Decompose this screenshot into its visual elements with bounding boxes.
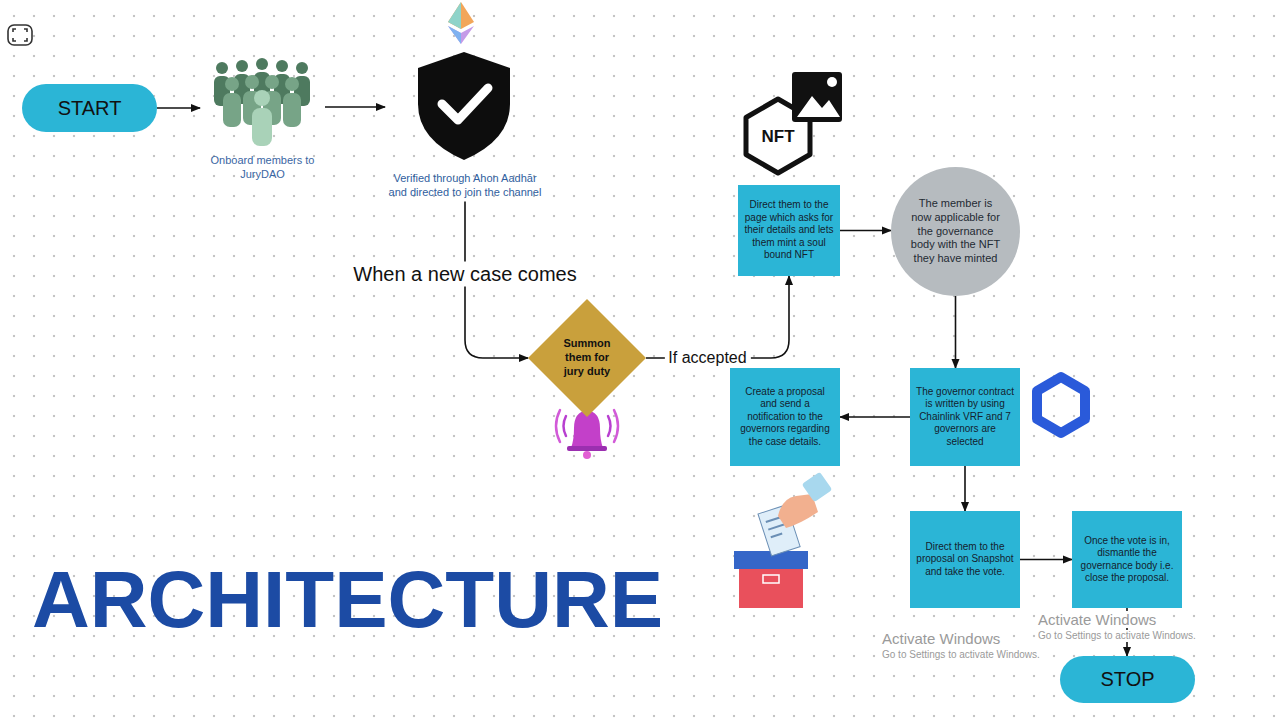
ballot-box-icon [734, 472, 832, 608]
state-circle: The member is now applicable for the gov… [891, 167, 1020, 296]
icon-node: Onboard members to JuryDAO [200, 58, 325, 184]
watermark: Activate Windows [1036, 611, 1158, 628]
flow-arrow [1020, 559, 1072, 561]
shield-check-icon [418, 52, 510, 160]
ethereum-logo [448, 2, 474, 44]
node-text: Create a proposal and send a notificatio… [736, 386, 834, 449]
flow-arrow [964, 466, 966, 511]
flow-arrow [325, 106, 385, 108]
watermark: Go to Settings to activate Windows. [1036, 630, 1198, 642]
node-text: Direct them to the page which asks for t… [744, 199, 834, 262]
flow-arrow [157, 107, 200, 109]
process-box: Direct them to the page which asks for t… [738, 185, 840, 276]
process-box: Once the vote is in, dismantle the gover… [1072, 511, 1182, 608]
page-title: ARCHITECTURE [32, 560, 663, 640]
edge-label: When a new case comes [349, 261, 580, 286]
node-text: Verified through Ahon Aadhār and directe… [385, 172, 545, 200]
node-text: The member is now applicable for the gov… [909, 197, 1003, 266]
flow-arrow [646, 276, 789, 358]
bell-icon [556, 410, 618, 459]
start-terminal: START [22, 84, 157, 132]
watermark: Go to Settings to activate Windows. [880, 649, 1042, 661]
icon-text: NFT [761, 127, 794, 147]
watermark: Activate Windows [880, 630, 1002, 647]
flow-arrow [840, 230, 891, 232]
icon-node: Verified through Ahon Aadhār and directe… [385, 50, 545, 202]
node-text: Onboard members to JuryDAO [200, 154, 325, 182]
decision-diamond: Summon them for jury duty [528, 299, 646, 417]
flow-arrow [955, 296, 957, 368]
node-text: Direct them to the proposal on Snapshot … [916, 541, 1014, 579]
node-text: START [58, 96, 122, 121]
frame-icon [8, 25, 32, 45]
chainlink-logo [1037, 377, 1085, 433]
flow-arrow [840, 416, 910, 418]
text-holder: The member is now applicable for the gov… [909, 197, 1003, 266]
node-text: The governor contract is written by usin… [916, 386, 1014, 449]
edge-label: If accepted [664, 348, 750, 368]
node-text: STOP [1100, 667, 1154, 692]
stop-terminal: STOP [1060, 656, 1195, 703]
process-box: Direct them to the proposal on Snapshot … [910, 511, 1020, 608]
people-icon [214, 58, 310, 146]
node-text: Once the vote is in, dismantle the gover… [1078, 535, 1176, 585]
node-text: Summon them for jury duty [556, 337, 618, 378]
text-holder: Summon them for jury duty [556, 337, 618, 378]
process-box: The governor contract is written by usin… [910, 368, 1020, 466]
process-box: Create a proposal and send a notificatio… [730, 368, 840, 466]
nft-icon [746, 72, 842, 173]
